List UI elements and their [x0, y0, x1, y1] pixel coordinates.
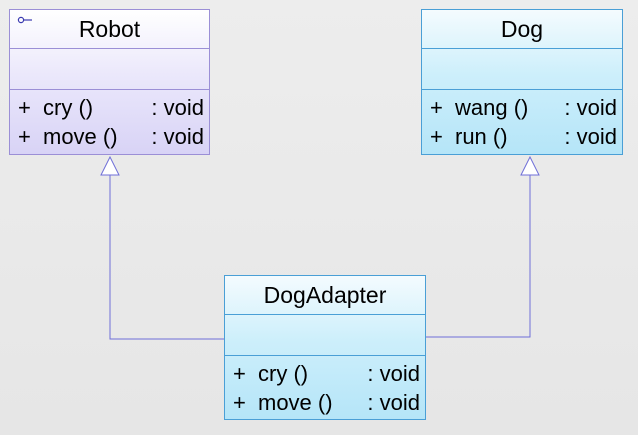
return-type: : void [151, 124, 204, 149]
visibility-marker: + [430, 95, 443, 120]
return-type: : void [367, 361, 420, 386]
class-name: DogAdapter [263, 282, 387, 308]
return-type: : void [151, 95, 204, 120]
connector-adapter-to-robot [109, 175, 224, 340]
attributes-compartment [225, 314, 425, 355]
visibility-marker: + [430, 124, 443, 149]
connector-adapter-to-dog [426, 175, 531, 338]
return-type: : void [367, 390, 420, 415]
class-dog-adapter[interactable]: DogAdapter + cry () : void + move () : v… [224, 275, 426, 420]
operation-row: + move () : void [225, 388, 425, 417]
operation-row: + cry () : void [10, 93, 209, 122]
operations-compartment: + cry () : void + move () : void [10, 89, 209, 151]
operation-row: + move () : void [10, 122, 209, 151]
class-name-compartment: Dog [422, 10, 622, 48]
operation-row: + run () : void [422, 122, 622, 151]
operation-row: + cry () : void [225, 359, 425, 388]
operation-name: wang () [455, 95, 529, 120]
operation-name: cry () [258, 361, 309, 386]
hollow-triangle-arrowhead-dog [520, 155, 540, 176]
attributes-compartment [422, 48, 622, 89]
class-name-compartment: Robot [10, 10, 209, 48]
class-robot[interactable]: Robot + cry () : void + move () : void [9, 9, 210, 155]
operation-row: + wang () : void [422, 93, 622, 122]
class-name-compartment: DogAdapter [225, 276, 425, 314]
visibility-marker: + [18, 124, 31, 149]
class-dog[interactable]: Dog + wang () : void + run () : void [421, 9, 623, 155]
class-name: Dog [500, 16, 544, 42]
operation-name: move () [43, 124, 118, 149]
attributes-compartment [10, 48, 209, 89]
hollow-triangle-arrowhead-robot [100, 155, 120, 176]
class-name: Robot [78, 16, 141, 42]
visibility-marker: + [233, 361, 246, 386]
operations-compartment: + wang () : void + run () : void [422, 89, 622, 151]
interface-lollipop-icon [17, 16, 32, 24]
operation-name: cry () [43, 95, 94, 120]
operations-compartment: + cry () : void + move () : void [225, 355, 425, 417]
operation-name: move () [258, 390, 333, 415]
operation-name: run () [455, 124, 508, 149]
visibility-marker: + [233, 390, 246, 415]
visibility-marker: + [18, 95, 31, 120]
return-type: : void [564, 95, 617, 120]
return-type: : void [564, 124, 617, 149]
